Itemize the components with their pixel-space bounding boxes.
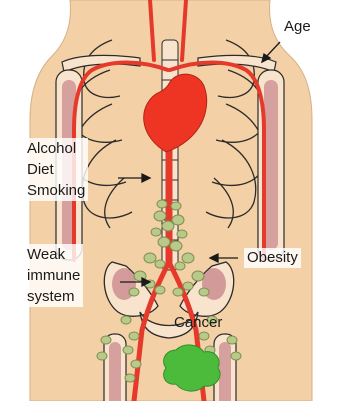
label-lifestyle-factors: Alcohol Diet Smoking	[24, 138, 88, 201]
label-system: system	[27, 286, 80, 307]
label-age: Age	[281, 17, 314, 37]
label-immune: immune	[27, 265, 80, 286]
label-weak: Weak	[27, 244, 80, 265]
label-obesity: Obesity	[244, 248, 301, 268]
label-weak-immune-system: Weak immune system	[24, 244, 83, 307]
label-diet: Diet	[27, 159, 85, 180]
label-cancer: Cancer	[174, 313, 222, 333]
tumor	[164, 345, 220, 391]
label-smoking: Smoking	[27, 180, 85, 201]
label-alcohol: Alcohol	[27, 138, 85, 159]
